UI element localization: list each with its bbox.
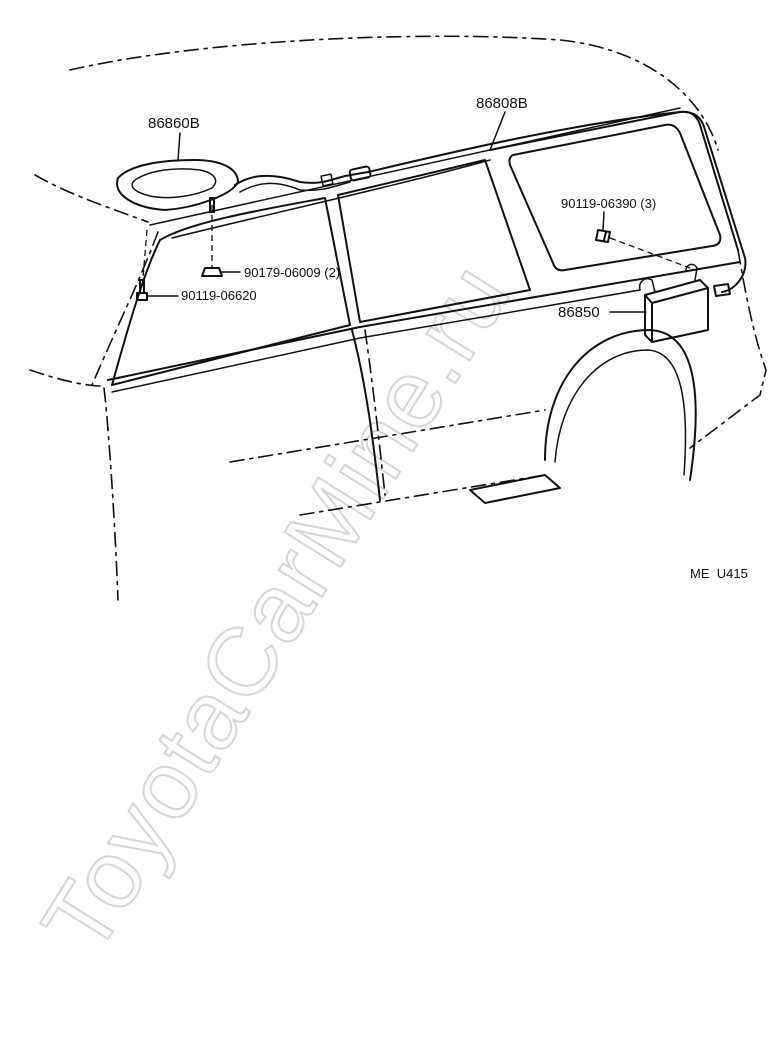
right-screw-shape [595,229,611,243]
watermark-text: ToyotaCarMine.ru [22,245,531,971]
rear-quarter-frame [489,110,739,251]
a-pillar-lower [91,231,159,386]
rear-body-outline [689,249,767,449]
cord-connector [348,165,372,182]
antenna-stud [209,197,215,213]
front-pillar-outline [34,174,149,223]
antenna-base-shape [116,159,239,211]
belt-line [107,261,741,381]
amplifier-box [644,279,709,343]
roof-outline [69,35,719,151]
amplifier-bracket-left [638,278,656,293]
roof-rail-lower [171,159,491,239]
belt-line-lower [111,289,641,393]
antenna-cord-path-inner [239,181,351,193]
wheel-arch [544,329,697,481]
amplifier-connector [713,283,731,297]
antenna-base-leader [177,132,181,161]
front-window-frame [111,197,351,386]
step-bar [469,474,561,504]
hood-outline [29,369,101,387]
wheel-arch-inner [554,349,687,476]
rear-quarter-window [508,123,722,272]
rear-door-edge [351,329,381,501]
label-90119-06390: 90119-06390 (3) [561,196,656,211]
rocker-line [299,474,546,516]
label-86860b: 86860B [148,115,200,132]
lower-body-line [229,409,546,463]
antenna-cord-leader [489,111,506,151]
reference-code: ME U415 [690,566,748,581]
middle-window-frame [337,159,531,323]
rear-door-shutline [364,329,386,496]
label-90179-06009: 90179-06009 (2) [244,265,340,280]
antenna-base-inner [131,168,217,199]
front-body-edge [103,387,119,601]
label-86808b: 86808B [476,95,528,112]
right-screw-leader [602,211,605,231]
left-screw-shape [136,279,148,301]
label-86850: 86850 [558,304,600,321]
nut-shape [201,267,223,277]
cord-clip [320,173,334,187]
antenna-cord-path [234,110,747,293]
right-screw-lead [609,237,691,269]
amplifier-bracket-right [685,263,698,281]
label-90119-06620: 90119-06620 [181,288,257,303]
